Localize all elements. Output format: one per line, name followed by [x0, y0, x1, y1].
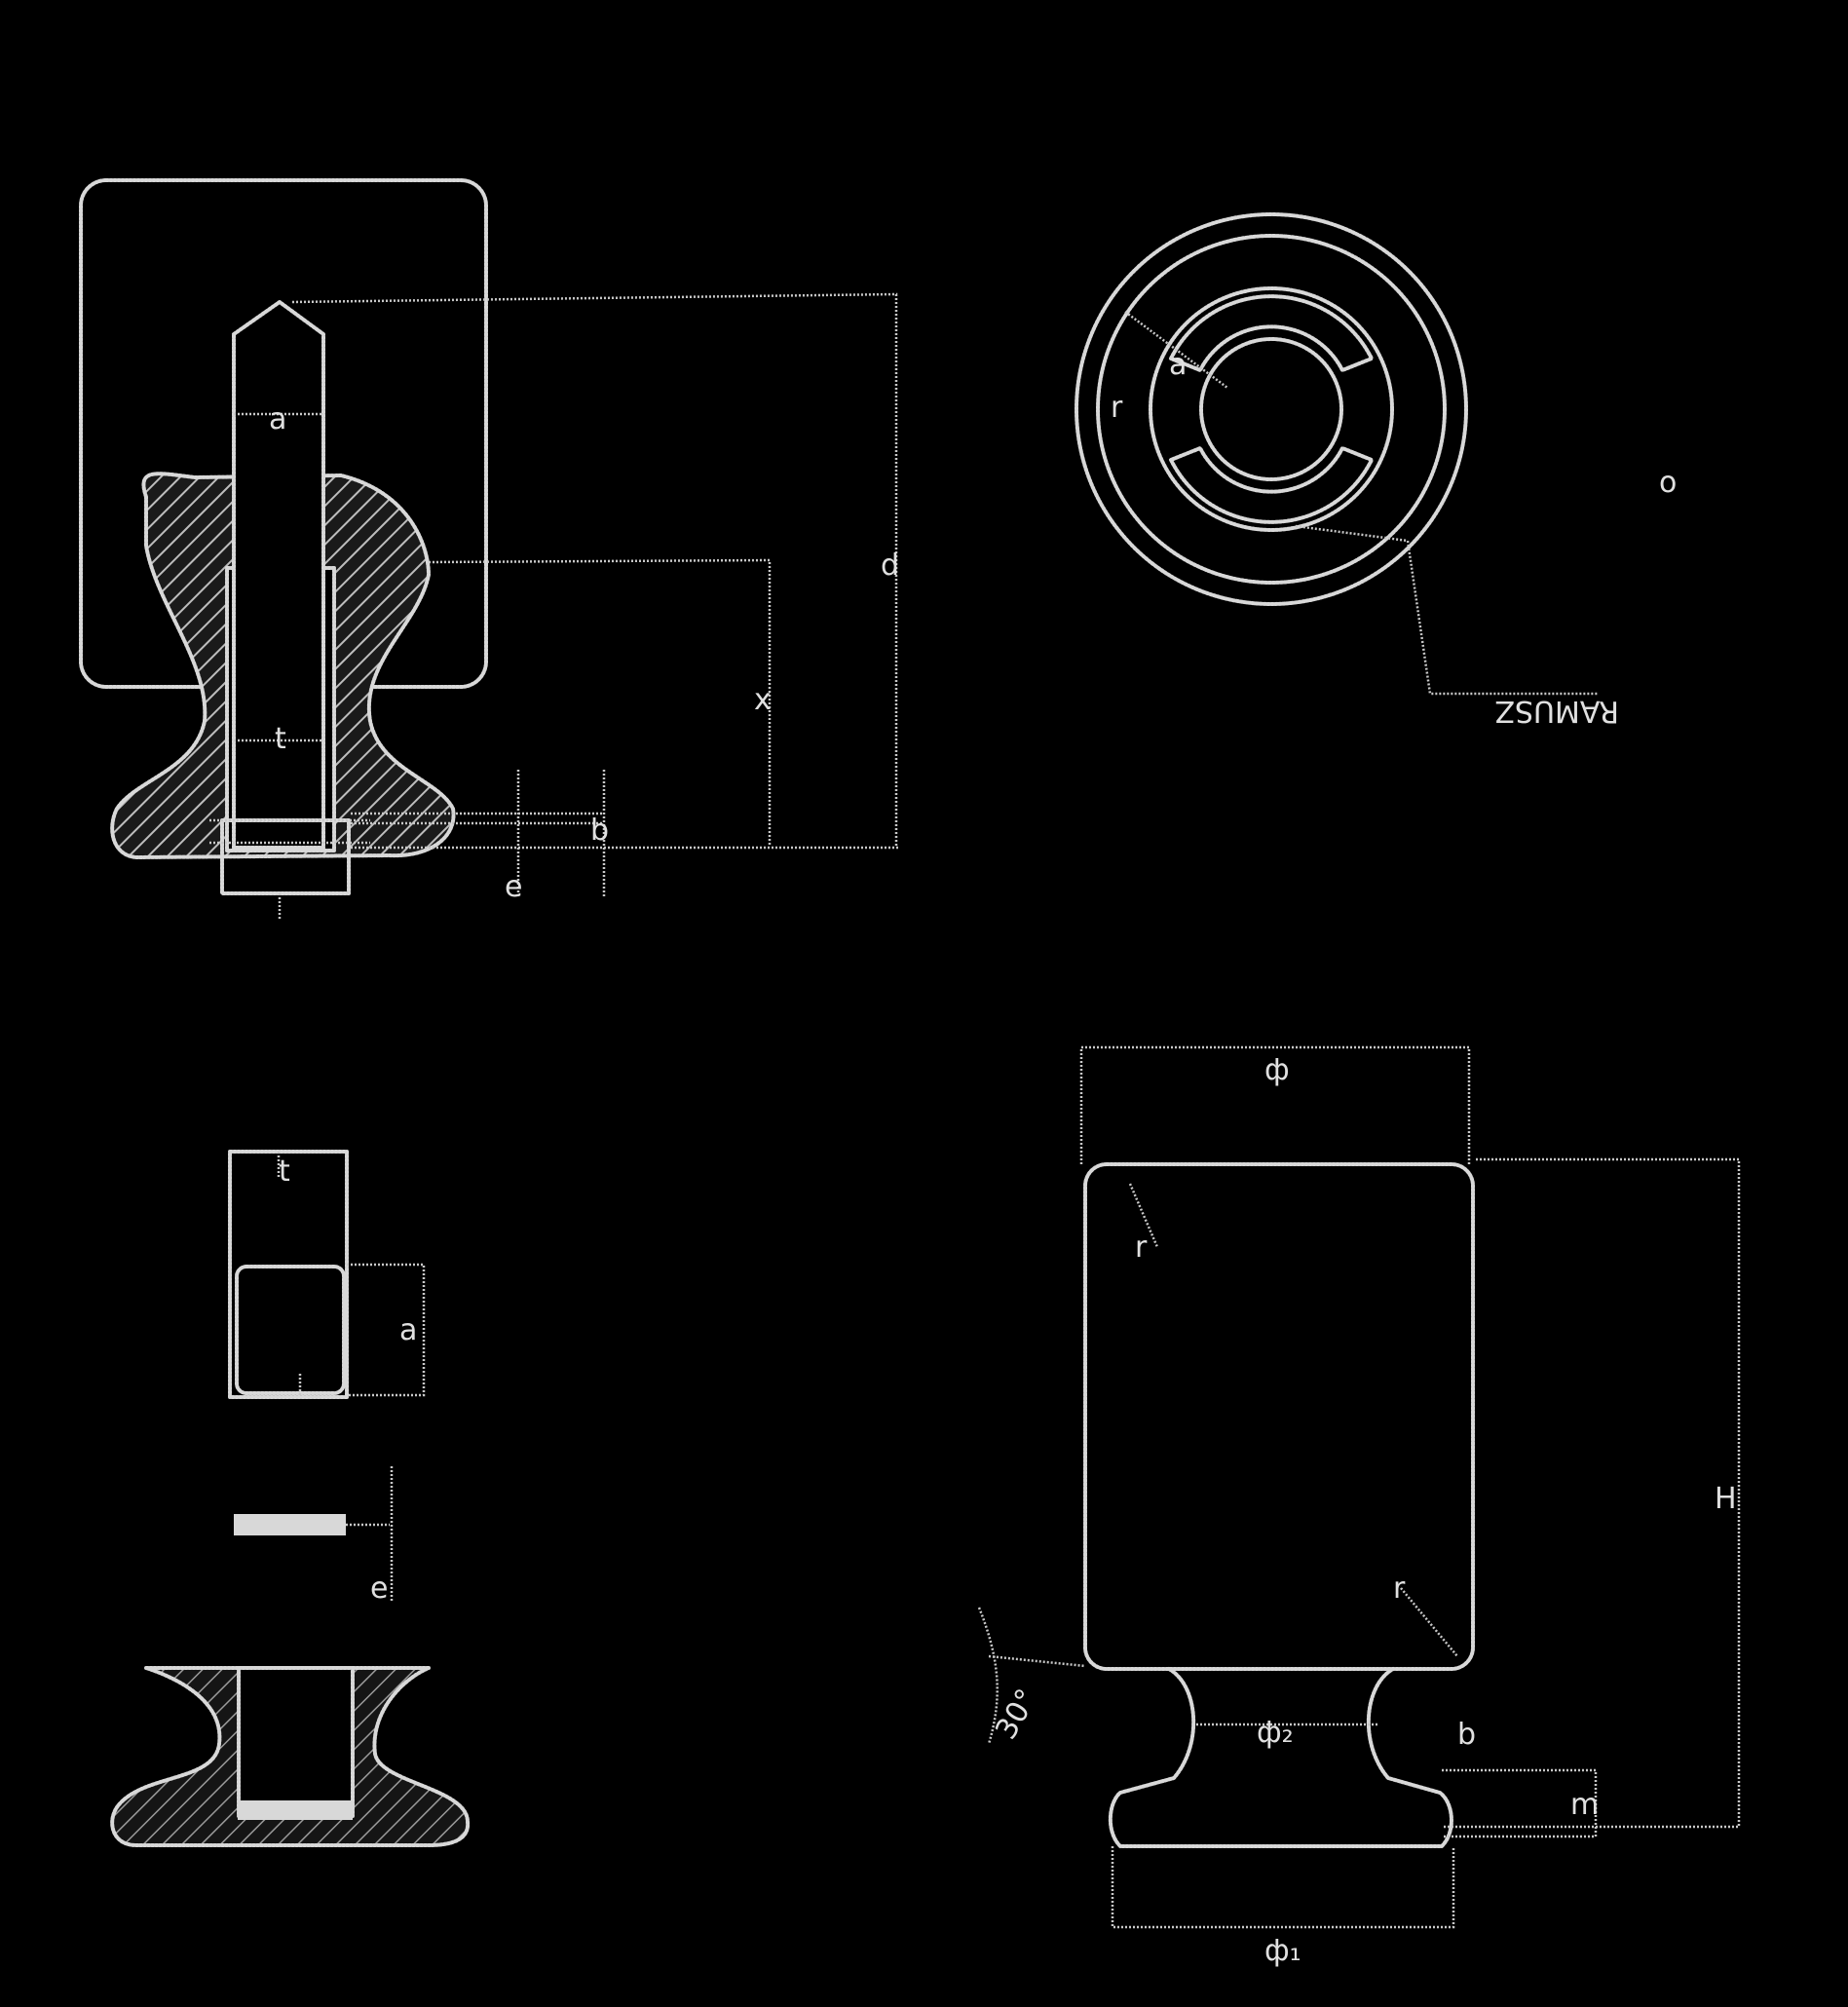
neck: [1108, 1667, 1453, 1848]
pin: [232, 300, 325, 850]
label-p-top: ф: [1264, 1053, 1290, 1087]
label-t: t: [275, 722, 286, 756]
label-p2: ф₂: [1257, 1716, 1294, 1750]
label-p1: ф₁: [1264, 1934, 1301, 1968]
label-b-top: b: [590, 814, 609, 848]
top-right-round-view: [1075, 212, 1598, 696]
label-d-pin: a: [269, 402, 286, 436]
mid-circle: [1149, 286, 1394, 532]
label-e-washer: e: [370, 1572, 388, 1606]
bottom-left-parts: [110, 1150, 471, 1847]
label-x: x: [754, 683, 772, 717]
outer-ring-inner: [1096, 234, 1447, 585]
label-m: m: [1570, 1788, 1599, 1822]
body-outline: [1083, 1162, 1475, 1671]
label-a-sleeve: a: [399, 1313, 417, 1347]
washer: [234, 1514, 346, 1535]
label-r-upper: r: [1135, 1231, 1148, 1265]
label-r-round: r: [1111, 391, 1123, 425]
label-o-round: o: [1659, 466, 1677, 500]
label-r-lower: r: [1393, 1572, 1406, 1606]
slot-lower: [1169, 446, 1374, 524]
label-H: H: [1715, 1482, 1737, 1516]
sleeve-front: [228, 1150, 349, 1399]
label-e-top: e: [505, 870, 522, 904]
label-b-side: b: [1457, 1718, 1476, 1752]
base-plug: [238, 1800, 353, 1820]
slot-upper: [1169, 294, 1374, 372]
top-left-assembly: [79, 178, 898, 921]
outer-circle: [1075, 212, 1468, 606]
bottom-right-side-view: [977, 1045, 1741, 1929]
label-h-total: d: [881, 549, 899, 583]
ramusz-label: RAMUSZ: [1494, 694, 1619, 728]
label-a-round: a: [1169, 348, 1187, 382]
label-t-sleeve: t: [279, 1155, 290, 1189]
base-bore: [237, 1666, 355, 1818]
center-hole: [1199, 337, 1343, 481]
sleeve-inner: [235, 1265, 346, 1395]
